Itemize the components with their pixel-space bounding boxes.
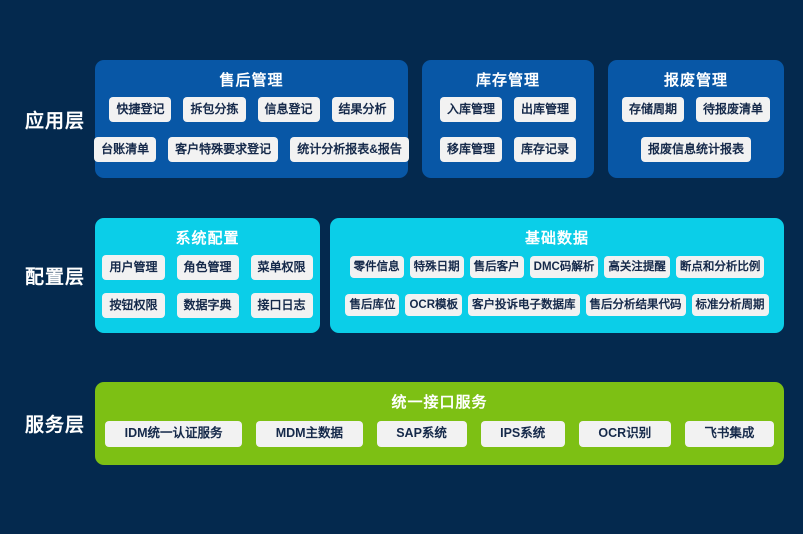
- module-button[interactable]: 售后分析结果代码: [585, 293, 686, 317]
- module-button[interactable]: MDM主数据: [256, 421, 363, 447]
- module-row: 按钮权限数据字典接口日志: [102, 286, 313, 324]
- panel-title-base-data: 基础数据: [524, 230, 589, 247]
- panels-row: 系统配置用户管理角色管理菜单权限按钮权限数据字典接口日志基础数据零件信息特殊日期…: [95, 218, 784, 333]
- layer-label-service: 服务层: [25, 415, 86, 436]
- module-row: 移库管理库存记录: [432, 130, 584, 170]
- module-row: 用户管理角色管理菜单权限: [102, 248, 313, 286]
- module-button[interactable]: 特殊日期: [409, 255, 464, 279]
- panel-title-system-config: 系统配置: [175, 230, 240, 247]
- module-button[interactable]: IDM统一认证服务: [105, 421, 243, 447]
- module-button[interactable]: 移库管理: [439, 136, 502, 162]
- panel-title-scrap-management: 报废管理: [663, 72, 728, 89]
- panels-row: 统一接口服务 IDM统一认证服务 MDM主数据 SAP系统 IPS系统 OCR识别飞书集成: [95, 382, 784, 465]
- module-button[interactable]: 零件信息: [349, 255, 404, 279]
- module-button[interactable]: 库存记录: [514, 136, 577, 162]
- module-button[interactable]: 断点和分析比例: [675, 255, 765, 279]
- layer-configuration: 配置层系统配置用户管理角色管理菜单权限按钮权限数据字典接口日志基础数据零件信息特…: [0, 218, 803, 333]
- module-button[interactable]: 客户投诉电子数据库: [468, 293, 580, 317]
- layer-service: 服务层 统一接口服务 IDM统一认证服务 MDM主数据 SAP系统 IPS系统 OCR识别飞…: [0, 382, 803, 465]
- module-button[interactable]: DMC码解析: [529, 255, 599, 279]
- module-button[interactable]: 标准分析周期: [691, 293, 769, 317]
- panel-title-inventory-management: 库存管理: [475, 72, 540, 89]
- panel-system-config: 系统配置用户管理角色管理菜单权限按钮权限数据字典接口日志: [95, 218, 320, 333]
- module-button[interactable]: 客户特殊要求登记: [168, 136, 279, 162]
- module-button[interactable]: 信息登记: [257, 97, 320, 123]
- module-button[interactable]: 角色管理: [176, 254, 239, 280]
- module-button[interactable]: OCR识别: [578, 421, 671, 447]
- layer-application: 应用层售后管理快捷登记拆包分拣信息登记结果分析台账清单客户特殊要求登记统计分析报…: [0, 60, 803, 178]
- module-button[interactable]: 售后客户: [469, 255, 524, 279]
- module-button[interactable]: 飞书集成: [684, 421, 774, 447]
- module-button[interactable]: 出库管理: [514, 97, 577, 123]
- module-button[interactable]: 数据字典: [176, 292, 239, 318]
- layer-label-application: 应用层: [25, 110, 86, 132]
- module-button[interactable]: 快捷登记: [109, 97, 172, 123]
- panel-inventory-management: 库存管理入库管理出库管理移库管理库存记录: [422, 60, 594, 178]
- module-row: 报废信息统计报表: [618, 130, 774, 170]
- module-button[interactable]: 结果分析: [331, 97, 394, 123]
- module-button[interactable]: 存储周期: [621, 97, 684, 123]
- module-row: 存储周期待报废清单: [618, 90, 774, 130]
- panel-aftersales-management: 售后管理快捷登记拆包分拣信息登记结果分析台账清单客户特殊要求登记统计分析报表&报…: [94, 60, 409, 178]
- module-row: 台账清单客户特殊要求登记统计分析报表&报告: [94, 130, 409, 170]
- module-row: 入库管理出库管理: [432, 90, 584, 130]
- layer-label-configuration: 配置层: [25, 267, 86, 288]
- module-button[interactable]: 菜单权限: [250, 254, 313, 280]
- module-button[interactable]: 按钮权限: [102, 292, 165, 318]
- panel-title-unified-interface-service: 统一接口服务: [391, 394, 488, 411]
- panels-row: 售后管理快捷登记拆包分拣信息登记结果分析台账清单客户特殊要求登记统计分析报表&报…: [94, 60, 784, 178]
- module-button[interactable]: 报废信息统计报表: [640, 136, 751, 162]
- module-button[interactable]: 拆包分拣: [183, 97, 246, 123]
- module-button[interactable]: OCR模板: [405, 293, 463, 317]
- module-button[interactable]: 接口日志: [250, 292, 313, 318]
- module-button[interactable]: 统计分析报表&报告: [290, 136, 409, 162]
- module-button[interactable]: 用户管理: [102, 254, 165, 280]
- module-button[interactable]: SAP系统: [376, 421, 467, 447]
- module-button[interactable]: IPS系统: [480, 421, 565, 447]
- panel-title-aftersales-management: 售后管理: [219, 72, 284, 89]
- module-button[interactable]: 待报废清单: [696, 97, 771, 123]
- panel-scrap-management: 报废管理存储周期待报废清单报废信息统计报表: [608, 60, 784, 178]
- module-row: IDM统一认证服务 MDM主数据 SAP系统 IPS系统 OCR识别飞书集成: [102, 412, 777, 456]
- module-button[interactable]: 高关注提醒: [604, 255, 670, 279]
- module-button[interactable]: 售后库位: [345, 293, 400, 317]
- module-button[interactable]: 台账清单: [94, 136, 157, 162]
- panel-unified-interface-service: 统一接口服务 IDM统一认证服务 MDM主数据 SAP系统 IPS系统 OCR识别飞书集成: [95, 382, 784, 465]
- module-row: 快捷登记拆包分拣信息登记结果分析: [105, 90, 398, 130]
- module-button[interactable]: 入库管理: [439, 97, 502, 123]
